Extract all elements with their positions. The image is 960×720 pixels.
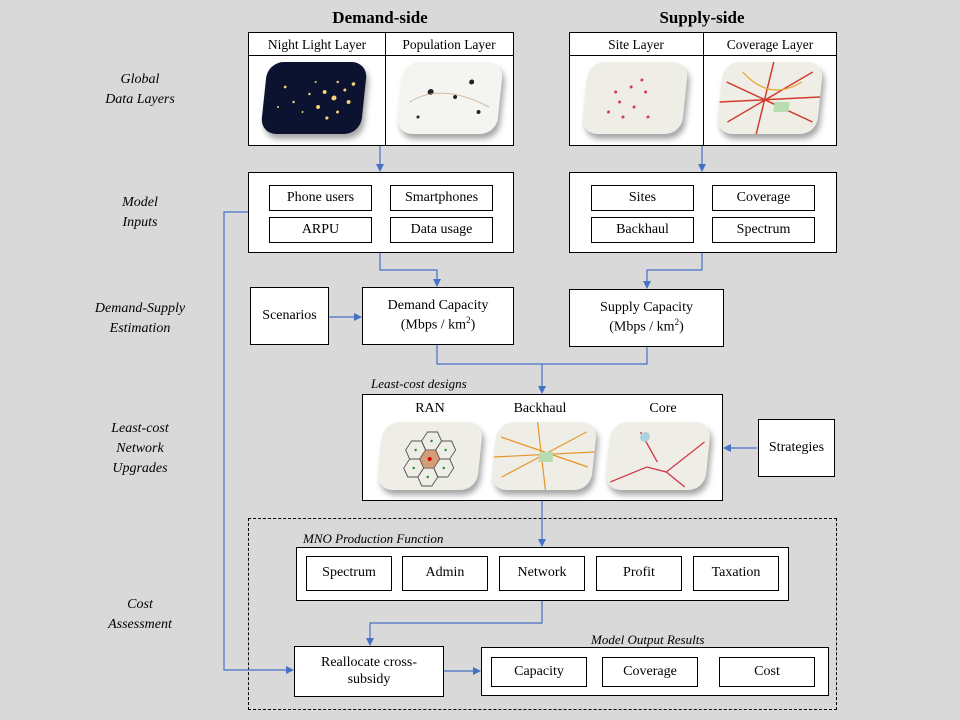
label-least-cost-network-upgrades: Least-cost Network Upgrades [111, 421, 169, 476]
result-coverage: Coverage [602, 657, 698, 687]
population-map-image [396, 62, 504, 134]
production-network: Network [499, 556, 585, 591]
production-admin: Admin [402, 556, 488, 591]
supply-layers-divider [703, 32, 704, 146]
label-global-data-layers: Global Data Layers [105, 72, 175, 107]
result-cost: Cost [719, 657, 815, 687]
input-sites: Sites [591, 185, 694, 211]
scenarios-box: Scenarios [250, 287, 329, 345]
coverage-layer-label: Coverage Layer [726, 37, 814, 52]
input-phone-users: Phone users [269, 185, 372, 211]
site-layer-label: Site Layer [608, 37, 664, 52]
input-arpu: ARPU [269, 217, 372, 243]
label-cost-assessment: Cost Assessment [108, 597, 172, 632]
supply-capacity-unit: (Mbps / km2) [609, 316, 684, 335]
input-smartphones: Smartphones [390, 185, 493, 211]
mno-production-function-title: MNO Production Function [303, 531, 444, 546]
reallocate-cross-subsidy-box: Reallocate cross-subsidy [294, 646, 444, 697]
coverage-map-image [716, 62, 824, 134]
input-coverage: Coverage [712, 185, 815, 211]
supply-capacity-label: Supply Capacity [600, 299, 693, 315]
input-spectrum: Spectrum [712, 217, 815, 243]
night-light-layer-label: Night Light Layer [267, 37, 367, 52]
result-capacity: Capacity [491, 657, 587, 687]
backhaul-map-image [490, 422, 598, 490]
production-spectrum: Spectrum [306, 556, 392, 591]
production-profit: Profit [596, 556, 682, 591]
demand-layers-divider [385, 32, 386, 146]
demand-capacity-unit: (Mbps / km2) [400, 314, 476, 333]
label-model-inputs: Model Inputs [122, 195, 158, 230]
ran-map-image [376, 422, 484, 490]
demand-side-header: Demand-side [332, 8, 428, 27]
input-data-usage: Data usage [390, 217, 493, 243]
strategies-box: Strategies [758, 419, 835, 477]
demand-capacity-label: Demand Capacity [387, 297, 489, 313]
population-layer-label: Population Layer [402, 37, 496, 52]
input-backhaul: Backhaul [591, 217, 694, 243]
demand-capacity-box: Demand Capacity (Mbps / km2) [362, 287, 514, 345]
ran-label: RAN [415, 401, 445, 416]
supply-capacity-box: Supply Capacity (Mbps / km2) [569, 289, 724, 347]
night-light-map-image [260, 62, 368, 134]
label-demand-supply-estimation: Demand-Supply Estimation [94, 301, 186, 336]
core-map-image [604, 422, 712, 490]
core-label: Core [649, 401, 677, 416]
supply-side-header: Supply-side [659, 8, 745, 27]
model-output-results-title: Model Output Results [591, 632, 705, 647]
production-taxation: Taxation [693, 556, 779, 591]
backhaul-design-label: Backhaul [513, 401, 567, 416]
site-map-image [581, 62, 689, 134]
least-cost-designs-title: Least-cost designs [371, 376, 467, 391]
